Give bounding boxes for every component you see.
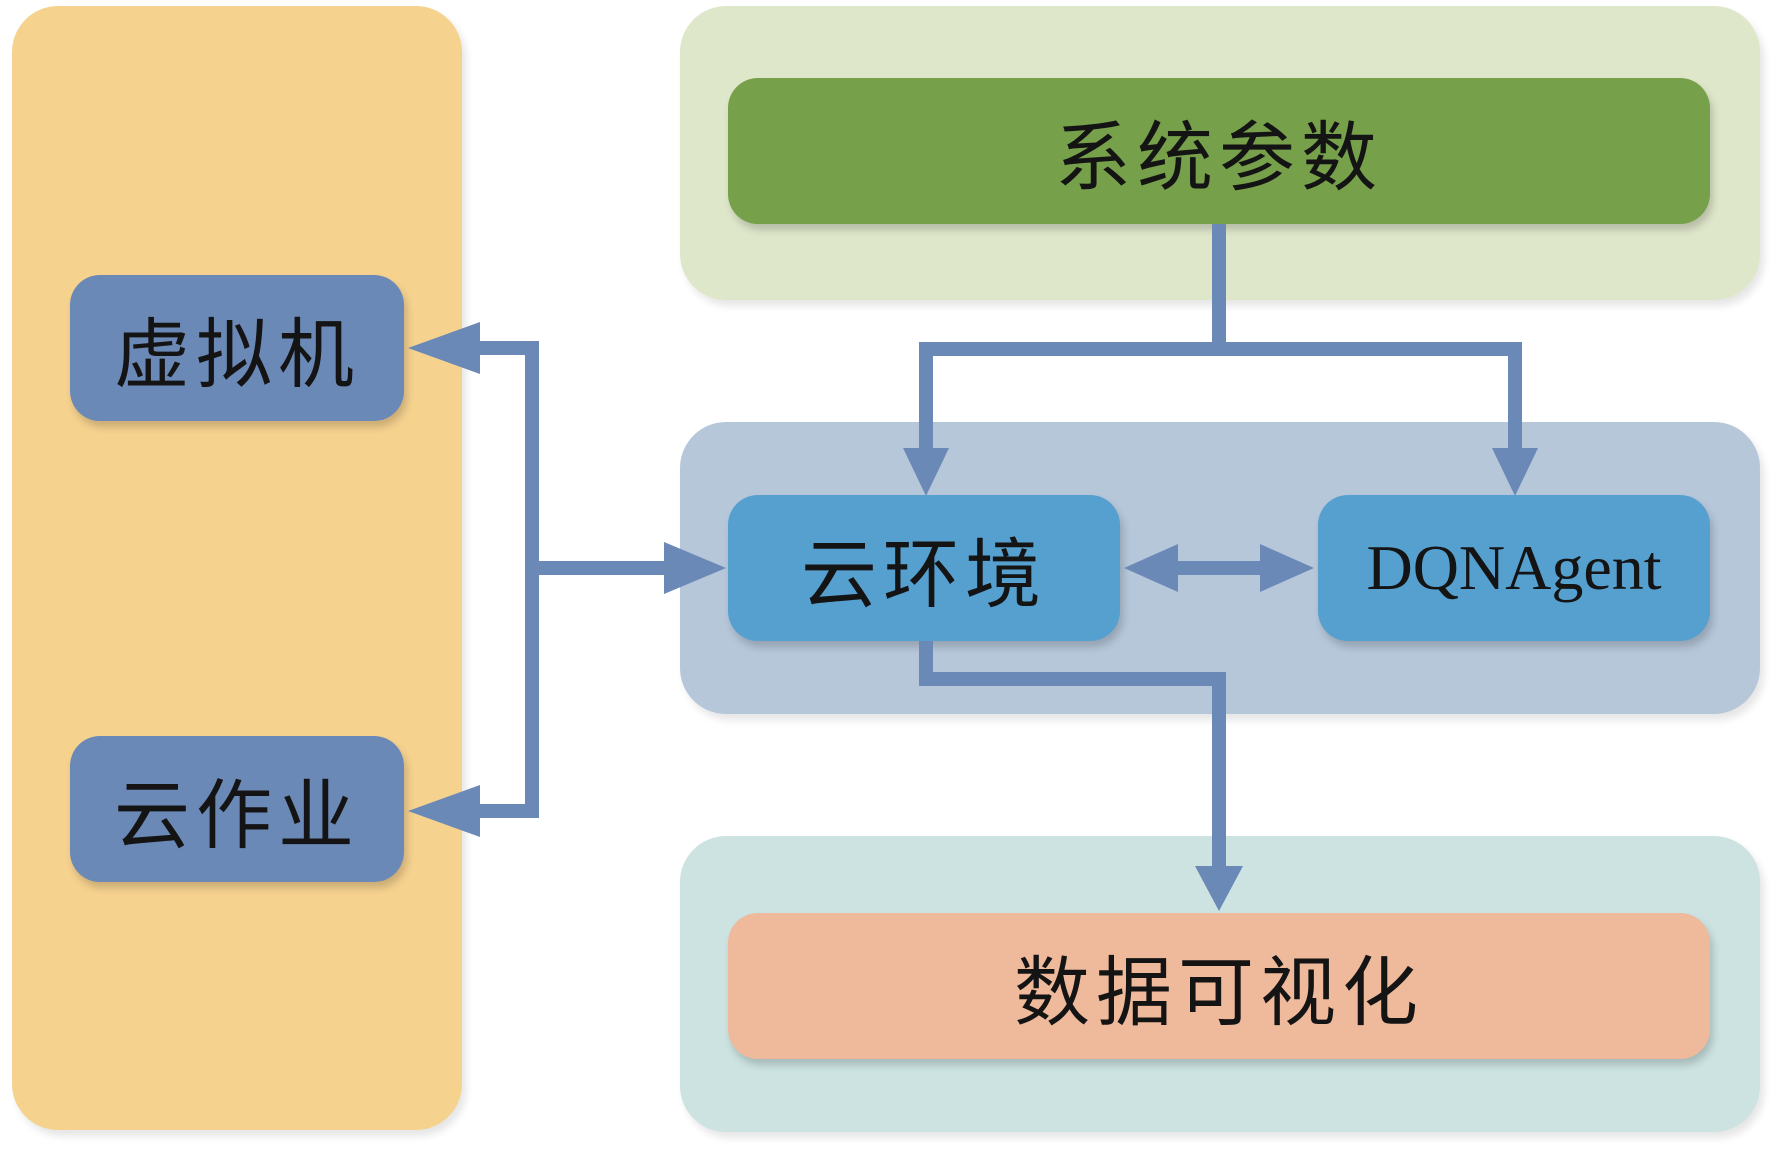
system-params-node: 系统参数	[728, 78, 1710, 224]
left-group-panel	[12, 6, 462, 1130]
virtual-machine-node: 虚拟机	[70, 275, 404, 421]
data-viz-node: 数据可视化	[728, 913, 1710, 1059]
left-bus-connector	[470, 341, 539, 818]
dqn-agent-node: DQNAgent	[1318, 495, 1710, 641]
cloud-env-node: 云环境	[728, 495, 1120, 641]
cloud-job-node: 云作业	[70, 736, 404, 882]
